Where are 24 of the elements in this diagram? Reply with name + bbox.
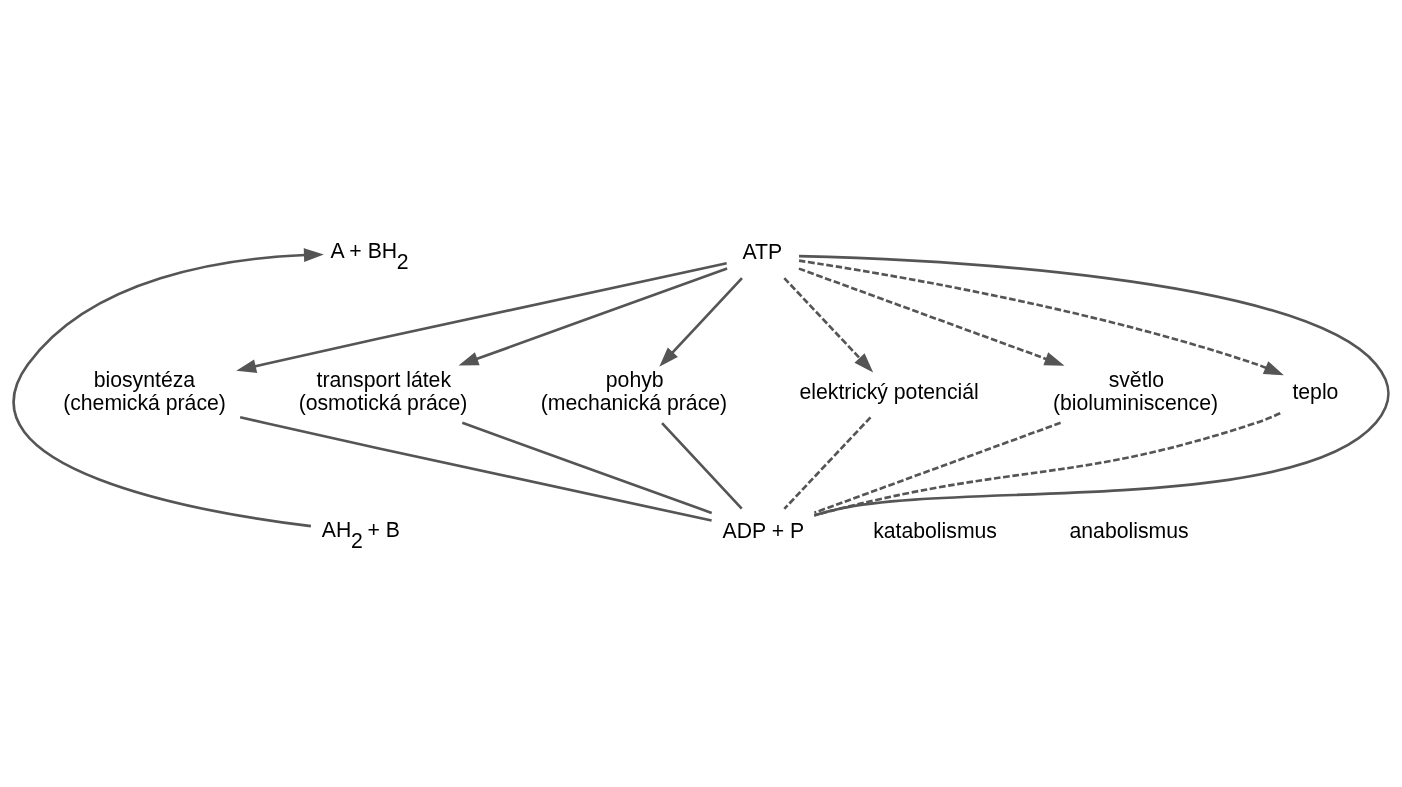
arrow <box>13 248 324 528</box>
connector <box>239 415 712 522</box>
label: katabolismus <box>873 518 997 542</box>
connector <box>783 416 872 510</box>
arrow <box>659 277 743 367</box>
node-text: teplo <box>1292 379 1339 403</box>
node-text: elektrický potenciál <box>799 379 979 403</box>
connector <box>661 422 743 510</box>
arrow <box>798 259 1284 376</box>
connector <box>461 421 713 515</box>
arrow <box>798 267 1065 366</box>
label: anabolismus <box>1069 518 1189 542</box>
arrow <box>783 277 874 373</box>
connector <box>813 412 1281 517</box>
arrow <box>236 261 727 374</box>
node-text: světlo (bioluminiscence) <box>1052 367 1219 415</box>
connector <box>813 421 1061 514</box>
connector <box>798 254 1390 517</box>
node-text: biosyntéza (chemická práce) <box>63 367 226 415</box>
arrow <box>458 267 728 366</box>
node-text: pohyb (mechanická práce) <box>540 367 728 415</box>
node-text: ADP + P <box>722 518 805 542</box>
node-text: ATP <box>742 240 783 264</box>
node-text: transport látek (osmotická práce) <box>298 367 468 415</box>
